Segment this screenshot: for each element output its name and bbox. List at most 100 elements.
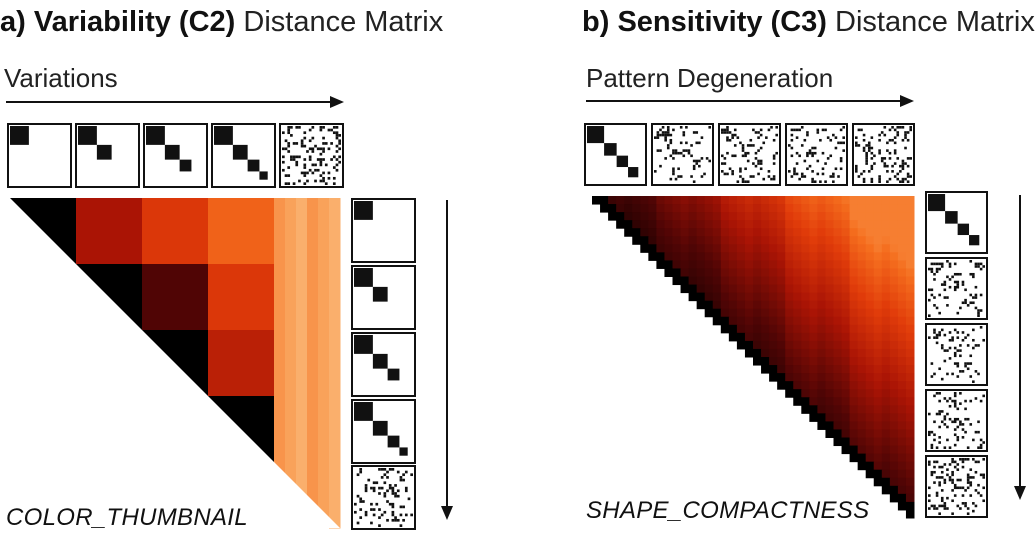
matrix-cell — [263, 209, 275, 221]
matrix-cell — [849, 332, 859, 342]
matrix-cell — [897, 244, 907, 253]
matrix-cell — [704, 260, 714, 269]
matrix-cell — [761, 276, 770, 286]
matrix-cell — [801, 260, 810, 269]
matrix-cell — [817, 236, 826, 245]
matrix-cell — [186, 198, 198, 210]
matrix-cell — [809, 300, 818, 310]
matrix-cell — [296, 275, 308, 287]
matrix-cell — [153, 297, 165, 309]
matrix-cell — [208, 341, 220, 353]
matrix-cell — [785, 260, 794, 269]
matrix-cell — [841, 220, 851, 229]
matrix-cell — [307, 308, 319, 320]
matrix-cell — [857, 308, 867, 318]
matrix-cell — [197, 363, 209, 375]
matrix-cell — [833, 308, 843, 318]
matrix-cell — [318, 220, 330, 232]
matrix-cell — [704, 268, 714, 277]
matrix-cell — [329, 473, 341, 485]
axis-label-horizontal: Pattern Degeneration — [586, 63, 834, 93]
matrix-cell — [897, 429, 907, 438]
matrix-cell — [761, 252, 770, 261]
matrix-cell — [76, 220, 88, 232]
matrix-cell — [252, 407, 264, 419]
matrix-cell — [285, 385, 297, 397]
matrix-cell — [318, 308, 330, 320]
matrix-cell — [833, 236, 843, 245]
matrix-cell — [219, 341, 231, 353]
matrix-cell — [664, 212, 673, 221]
matrix-cell — [252, 429, 264, 441]
matrix-cell — [318, 242, 330, 254]
matrix-cell — [252, 209, 264, 221]
matrix-cell — [873, 212, 883, 221]
matrix-cell — [219, 308, 231, 320]
matrix-cell — [761, 204, 770, 213]
matrix-cell — [793, 228, 802, 237]
matrix-cell — [329, 330, 341, 342]
matrix-cell — [785, 244, 794, 253]
matrix-cell — [905, 260, 915, 269]
matrix-cell — [841, 228, 851, 237]
matrix-cell — [905, 357, 915, 366]
matrix-cell — [905, 501, 915, 511]
matrix-cell — [857, 373, 867, 382]
matrix-cell — [208, 297, 220, 309]
matrix-cell — [164, 198, 176, 210]
matrix-cell — [889, 437, 899, 447]
matrix-cell — [881, 348, 891, 358]
matrix-cell — [153, 308, 165, 320]
matrix-cell — [753, 292, 762, 302]
matrix-cell — [889, 324, 899, 334]
matrix-cell — [197, 231, 209, 243]
matrix-cell — [274, 319, 286, 331]
matrix-cell — [285, 209, 297, 221]
matrix-cell — [263, 352, 275, 364]
matrix-cell — [285, 451, 297, 463]
matrix-cell — [849, 348, 859, 358]
matrix-cell — [849, 204, 859, 213]
matrix-cell — [881, 340, 891, 350]
matrix-cell — [296, 352, 308, 364]
matrix-cell — [608, 196, 617, 205]
matrix-cell — [793, 365, 802, 374]
matrix-cell — [785, 228, 794, 237]
matrix-cell — [801, 373, 810, 382]
matrix-cell — [873, 228, 883, 237]
matrix-cell — [817, 212, 826, 221]
matrix-cell — [109, 220, 121, 232]
matrix-cell — [186, 231, 198, 243]
matrix-cell — [131, 242, 143, 254]
matrix-cell — [736, 332, 746, 342]
matrix-cell — [841, 413, 851, 422]
matrix-cell — [241, 407, 253, 419]
matrix-cell — [318, 253, 330, 265]
matrix-cell — [744, 252, 754, 261]
matrix-cell — [296, 308, 308, 320]
matrix-cell — [720, 292, 730, 302]
matrix-cell — [131, 308, 143, 320]
matrix-cell — [186, 275, 198, 287]
matrix-cell — [672, 276, 682, 286]
matrix-cell — [728, 212, 738, 221]
matrix-cell — [329, 484, 341, 496]
matrix-cell — [153, 264, 165, 276]
matrix-cell — [672, 204, 682, 213]
matrix-cell — [274, 231, 286, 243]
matrix-cell — [801, 268, 810, 277]
matrix-cell — [274, 407, 286, 419]
matrix-cell — [164, 209, 176, 221]
matrix-cell — [274, 385, 286, 397]
matrix-cell — [648, 204, 657, 213]
matrix-cell — [252, 242, 264, 254]
matrix-cell — [873, 300, 883, 310]
matrix-cell — [849, 292, 859, 302]
matrix-cell — [881, 308, 891, 318]
matrix-cell — [219, 352, 231, 364]
matrix-cell — [801, 381, 810, 390]
matrix-cell — [197, 319, 209, 331]
thumbnail-diag-clean — [584, 123, 647, 186]
matrix-cell — [109, 198, 121, 210]
matrix-cell — [98, 264, 110, 276]
